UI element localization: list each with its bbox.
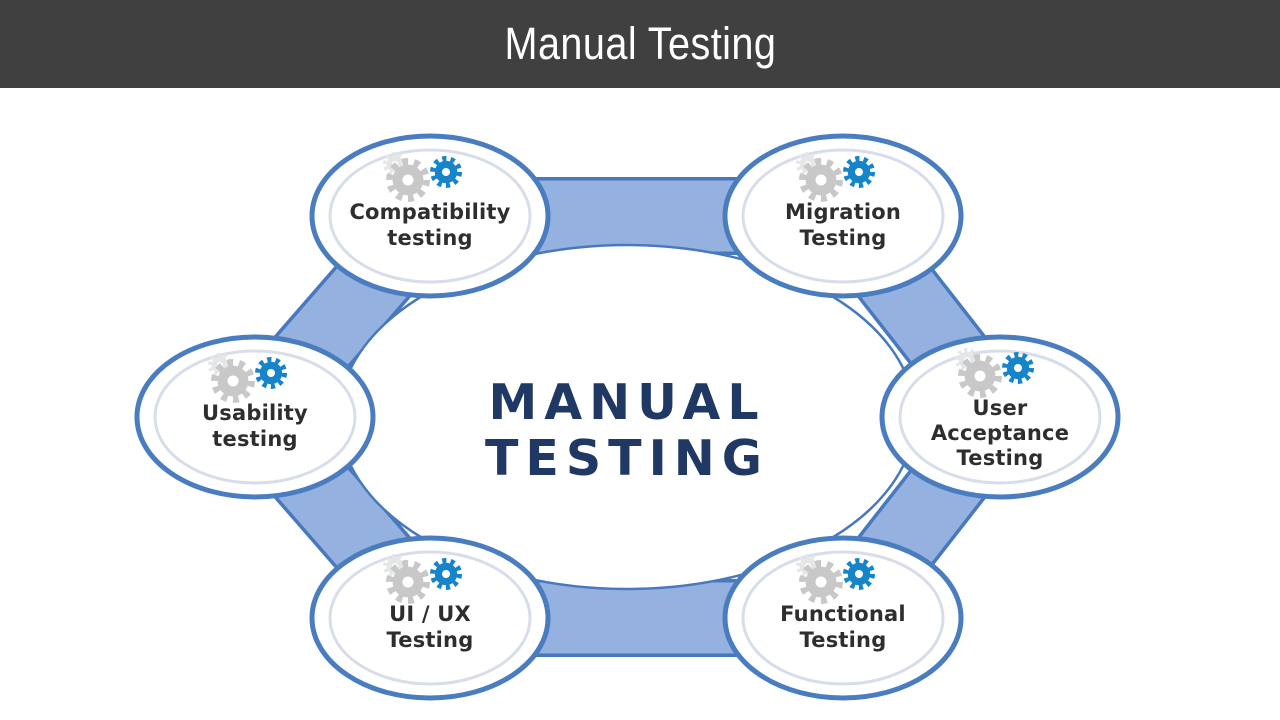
node-label-line: Testing xyxy=(800,628,887,652)
node-inner-ring xyxy=(153,349,357,485)
node-label-line: Testing xyxy=(800,226,887,250)
node-circle xyxy=(722,133,964,299)
node-label-line: UI / UX xyxy=(389,602,471,626)
node-label-line: User xyxy=(973,396,1028,420)
node-label-line: Testing xyxy=(387,628,474,652)
node-inner-ring xyxy=(898,349,1102,485)
node-label-line: Compatibility xyxy=(349,200,510,224)
node-label-line: Testing xyxy=(957,446,1044,470)
center-label-line-1: MANUAL xyxy=(488,374,765,431)
node-label-line: Functional xyxy=(780,602,906,626)
node-label-line: testing xyxy=(212,427,297,451)
node-label-line: Acceptance xyxy=(931,421,1069,445)
center-label: MANUAL TESTING xyxy=(485,374,769,487)
node-compatibility-testing: Compatibility testing xyxy=(309,133,551,299)
center-label-line-2: TESTING xyxy=(485,430,769,487)
node-circle xyxy=(309,535,551,701)
node-circle xyxy=(309,133,551,299)
node-inner-ring xyxy=(741,148,945,284)
node-inner-ring xyxy=(328,148,532,284)
node-ui-ux-testing: UI / UX Testing xyxy=(309,535,551,701)
node-label-line: testing xyxy=(387,226,472,250)
node-functional-testing: Functional Testing xyxy=(722,535,964,701)
node-circle xyxy=(134,334,376,500)
node-migration-testing: Migration Testing xyxy=(722,133,964,299)
node-circle xyxy=(722,535,964,701)
node-label-line: Migration xyxy=(785,200,901,224)
slide-title: Manual Testing xyxy=(504,18,776,69)
node-label-line: Usability xyxy=(202,401,308,425)
node-inner-ring xyxy=(328,550,532,686)
node-circle xyxy=(879,334,1121,500)
slide-title-bar: Manual Testing xyxy=(0,0,1280,88)
node-inner-ring xyxy=(741,550,945,686)
node-user-acceptance-testing: User Acceptance Testing xyxy=(879,334,1121,500)
node-usability-testing: Usability testing xyxy=(134,334,376,500)
